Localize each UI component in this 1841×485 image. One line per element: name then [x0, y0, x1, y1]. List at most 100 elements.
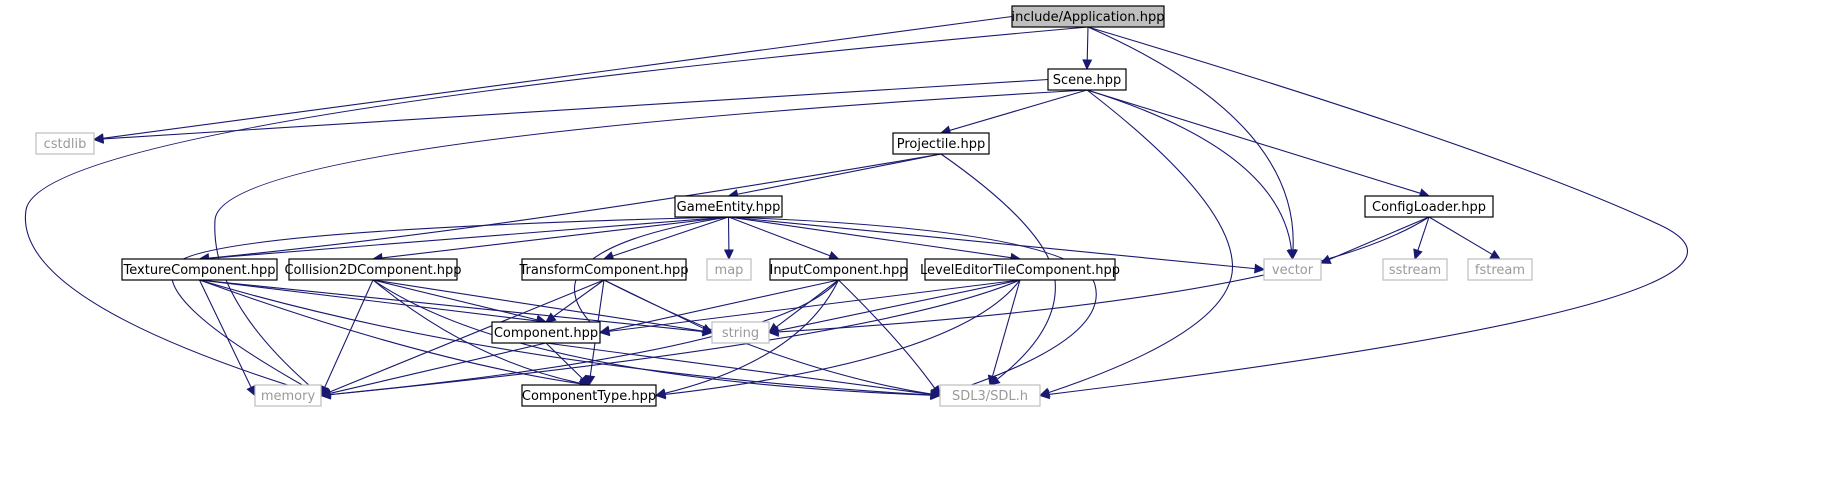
node-gameentity[interactable]: GameEntity.hpp — [674, 195, 783, 218]
edge-line — [664, 279, 1021, 396]
node-box — [892, 132, 990, 155]
arrowhead — [319, 388, 332, 399]
edge-line — [24, 26, 1089, 394]
edge-projectile-to-gameentity — [727, 153, 942, 200]
node-label: LevelEditorTileComponent.hpp — [920, 263, 1120, 278]
node-box — [939, 384, 1041, 407]
node-transform[interactable]: TransformComponent.hpp — [518, 258, 689, 281]
edge-line — [1417, 216, 1430, 251]
node-sstream: sstream — [1382, 258, 1448, 281]
node-leveleditor[interactable]: LevelEditorTileComponent.hpp — [920, 258, 1120, 281]
node-box — [1382, 258, 1448, 281]
node-box — [121, 258, 278, 281]
edge-line — [737, 153, 942, 195]
node-collision[interactable]: Collision2DComponent.hpp — [284, 258, 462, 281]
edge-gameentity-to-vector — [728, 216, 1266, 274]
node-box — [769, 258, 908, 281]
edge-line — [728, 216, 1256, 270]
edge-component-to-componenttype — [545, 342, 590, 386]
edge-line — [949, 89, 1088, 131]
node-box — [254, 384, 322, 407]
edge-line — [1428, 216, 1493, 255]
node-box — [1263, 258, 1322, 281]
node-label: map — [715, 263, 744, 278]
node-scene[interactable]: Scene.hpp — [1047, 68, 1127, 91]
edge-line — [329, 279, 1021, 396]
arrowhead — [92, 133, 104, 144]
node-configloader[interactable]: ConfigLoader.hpp — [1364, 195, 1494, 218]
arrowhead — [1286, 248, 1297, 261]
edge-gameentity-to-input — [728, 216, 840, 261]
edge-line — [777, 216, 1430, 333]
edge-scene-to-cstdlib — [92, 78, 1049, 144]
node-fstream: fstream — [1467, 258, 1533, 281]
node-label: string — [722, 326, 759, 341]
node-box — [35, 132, 95, 155]
node-projectile[interactable]: Projectile.hpp — [892, 132, 990, 155]
edge-line — [1048, 26, 1689, 395]
edge-line — [372, 279, 932, 396]
edge-line — [324, 279, 374, 388]
edge-gameentity-to-transform — [602, 216, 729, 261]
edge-line — [372, 279, 538, 321]
edge-line — [1329, 216, 1430, 260]
node-label: cstdlib — [44, 137, 87, 152]
node-texture[interactable]: TextureComponent.hpp — [121, 258, 278, 281]
node-label: Projectile.hpp — [897, 137, 986, 152]
node-map: map — [706, 258, 752, 281]
node-label: GameEntity.hpp — [677, 200, 781, 215]
node-memory: memory — [254, 384, 322, 407]
edge-line — [1048, 89, 1234, 394]
edge-line — [1086, 89, 1293, 251]
edge-texture-to-string — [199, 279, 714, 337]
edge-leveleditor-to-sdl — [987, 279, 1021, 387]
edge-line — [664, 279, 839, 394]
arrowhead — [723, 249, 734, 261]
node-label: include/Application.hpp — [1012, 10, 1165, 25]
node-label: Scene.hpp — [1053, 73, 1122, 88]
node-input[interactable]: InputComponent.hpp — [769, 258, 908, 281]
node-vector: vector — [1263, 258, 1322, 281]
arrowhead — [767, 325, 780, 336]
node-box — [674, 195, 783, 218]
arrowhead — [1413, 248, 1423, 261]
node-box — [1011, 5, 1165, 28]
edge-gameentity-to-memory — [171, 216, 729, 397]
node-component[interactable]: Component.hpp — [491, 321, 601, 344]
node-label: SDL3/SDL.h — [952, 389, 1028, 404]
node-componenttype[interactable]: ComponentType.hpp — [521, 384, 657, 407]
arrowhead — [246, 384, 256, 397]
node-app[interactable]: include/Application.hpp — [1011, 5, 1165, 28]
edge-line — [199, 279, 538, 322]
node-box — [491, 321, 601, 344]
node-sdl: SDL3/SDL.h — [939, 384, 1041, 407]
edge-line — [372, 279, 704, 332]
node-box — [521, 384, 657, 407]
edge-line — [728, 216, 1012, 259]
edge-line — [991, 279, 1021, 377]
node-label: memory — [261, 389, 316, 404]
arrowhead — [987, 374, 998, 387]
edge-configloader-to-sstream — [1413, 216, 1430, 261]
node-label: TransformComponent.hpp — [518, 263, 688, 278]
edge-collision-to-component — [372, 279, 548, 325]
node-box — [924, 258, 1116, 281]
arrowhead — [1254, 263, 1266, 274]
arrowhead — [578, 374, 590, 386]
edge-leveleditor-to-component — [598, 279, 1021, 337]
edge-leveleditor-to-componenttype — [654, 279, 1021, 400]
node-box — [521, 258, 687, 281]
edge-line — [199, 279, 932, 396]
node-box — [706, 258, 752, 281]
edge-line — [777, 279, 1021, 332]
node-box — [711, 321, 770, 344]
node-string: string — [711, 321, 770, 344]
edge-line — [199, 279, 704, 333]
node-box — [1364, 195, 1494, 218]
edge-line — [603, 279, 932, 395]
edge-line — [1086, 89, 1421, 194]
edge-line — [1087, 26, 1294, 251]
edge-scene-to-projectile — [939, 89, 1088, 136]
edge-line — [102, 15, 1013, 139]
